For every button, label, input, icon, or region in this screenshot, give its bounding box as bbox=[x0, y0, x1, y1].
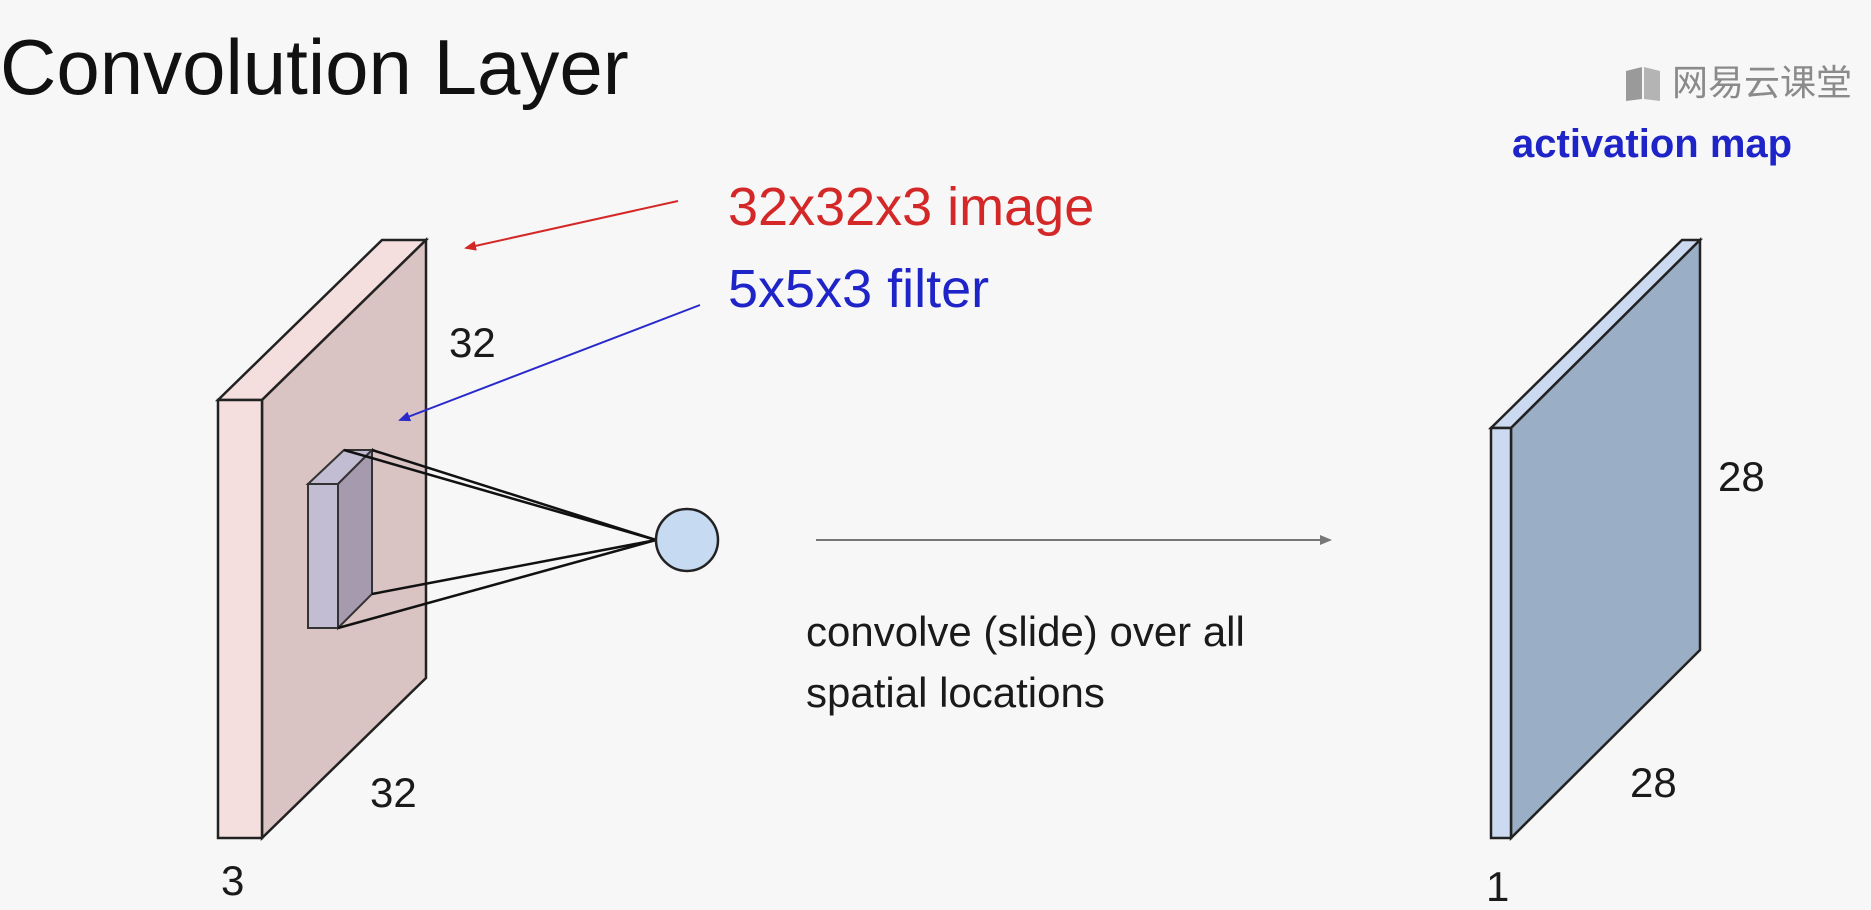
image-label: 32x32x3 image bbox=[728, 177, 1095, 237]
connection-line bbox=[343, 448, 657, 542]
filter-pointer-arrow bbox=[398, 304, 701, 422]
convolve-line-2: spatial locations bbox=[806, 668, 1105, 716]
activation-map-depth-label: 1 bbox=[1486, 863, 1510, 910]
convolve-description: convolve (slide) over all spatial locati… bbox=[806, 602, 1366, 724]
slide-title: Convolution Layer bbox=[0, 23, 629, 111]
filter-front bbox=[307, 483, 339, 629]
input-height-label: 32 bbox=[449, 319, 496, 366]
image-pointer-arrow bbox=[464, 200, 679, 251]
activation-map-label: activation map bbox=[1512, 122, 1793, 166]
activation-map-width-label: 28 bbox=[1630, 759, 1677, 806]
connection-line bbox=[337, 538, 657, 630]
neuron-node bbox=[654, 507, 720, 573]
connection-line bbox=[371, 538, 657, 596]
activation-map-height-label: 28 bbox=[1718, 453, 1765, 500]
activation-map-front-edge bbox=[1489, 426, 1513, 840]
filter-block bbox=[305, 447, 375, 631]
filter-label: 5x5x3 filter bbox=[728, 259, 990, 319]
book-icon bbox=[1626, 67, 1660, 101]
input-depth-label: 3 bbox=[221, 857, 245, 904]
convolve-line-1: convolve (slide) over all bbox=[806, 608, 1245, 655]
input-width-label: 32 bbox=[370, 769, 417, 816]
watermark-text: 网易云课堂 bbox=[1672, 63, 1853, 104]
activation-map-volume bbox=[1487, 236, 1704, 842]
connection-line bbox=[371, 448, 657, 542]
input-volume-front-edge bbox=[216, 398, 264, 840]
watermark: 网易云课堂 bbox=[1622, 62, 1852, 106]
filter-connections bbox=[337, 448, 657, 630]
